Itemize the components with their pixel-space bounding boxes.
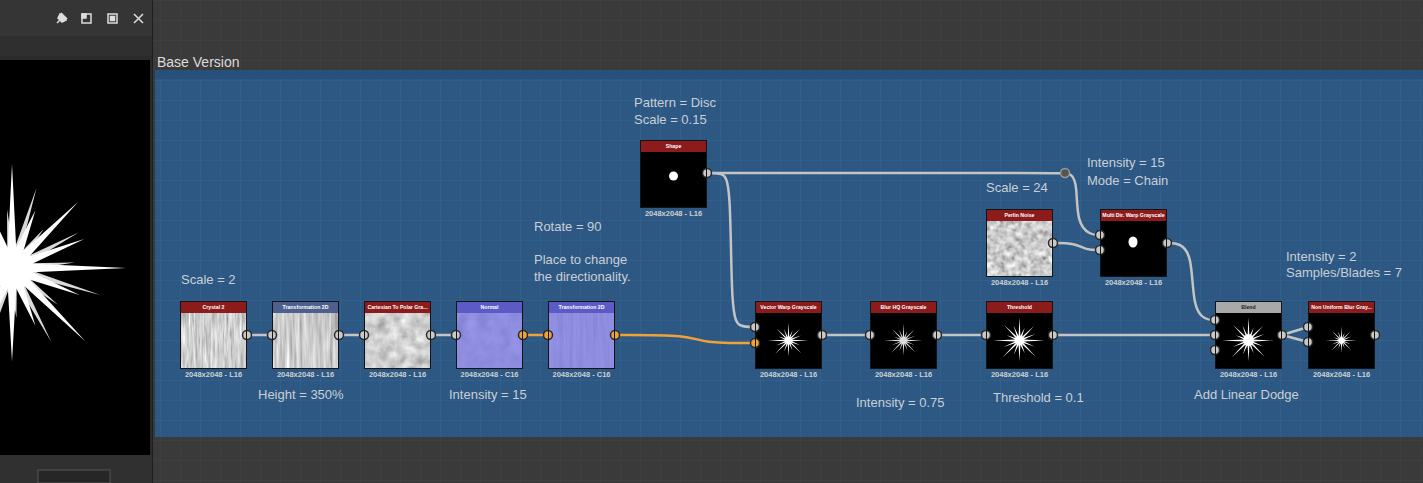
node-title: Crystal 2 <box>203 302 225 313</box>
node-header: Perlin Noise <box>987 210 1052 221</box>
node-title: Blend <box>1241 302 1255 313</box>
node-connector <box>1053 334 1215 337</box>
node-title: Blur HQ Grayscale <box>881 302 927 313</box>
graph-node: Non Uniform Blur Gray...2048x2048 - L16 <box>1308 301 1375 369</box>
node-connector <box>937 334 986 337</box>
reroute-dot <box>1061 169 1070 178</box>
frame-band <box>155 70 1423 437</box>
parameter-note: Mode = Chain <box>1087 173 1168 188</box>
node-thumbnails <box>180 151 1375 369</box>
frame-group: Base VersionCrystal 22048x2048 - L16Tran… <box>155 52 1423 437</box>
node-title: Cartesian To Polar Gra... <box>367 302 427 313</box>
preview-panel <box>0 0 153 483</box>
graph-node: Transformation 2D2048x2048 - C16 <box>548 301 615 369</box>
resolution-label: 2048x2048 - L16 <box>1105 278 1162 287</box>
graph-node: Transformation 2D2048x2048 - L16 <box>272 301 339 369</box>
parameter-note: Height = 350% <box>258 387 344 402</box>
parameter-note: Intensity = 15 <box>1087 155 1165 170</box>
parameter-note: Place to change the directionality. <box>534 251 642 285</box>
graph-node: Threshold2048x2048 - L16 <box>986 301 1053 369</box>
parameter-note: Threshold = 0.1 <box>993 390 1084 405</box>
node-header: Non Uniform Blur Gray... <box>1309 302 1374 313</box>
resolution-label: 2048x2048 - L16 <box>1220 370 1277 379</box>
node-title: Shape <box>666 141 682 152</box>
node-header: Blur HQ Grayscale <box>871 302 936 313</box>
parameter-note: Intensity = 2 <box>1286 249 1356 264</box>
node-connector <box>707 173 755 327</box>
resolution-label: 2048x2048 - C16 <box>553 370 611 379</box>
parameter-note: Samples/Blades = 7 <box>1286 265 1402 280</box>
graph-node: Blend2048x2048 - L16 <box>1215 301 1282 369</box>
parameter-note: Rotate = 90 <box>534 219 602 234</box>
preview-burst <box>0 159 126 367</box>
node-title: Non Uniform Blur Gray... <box>1311 302 1371 313</box>
frame-title: Base Version <box>157 54 240 70</box>
resolution-label: 2048x2048 - L16 <box>991 370 1048 379</box>
graph-node: Shape2048x2048 - L16 <box>640 140 707 208</box>
resolution-label: 2048x2048 - L16 <box>760 370 817 379</box>
node-ports <box>243 169 1380 355</box>
graph-node: Cartesian To Polar Gra...2048x2048 - L16 <box>364 301 431 369</box>
panel-icons <box>57 13 143 23</box>
node-connector <box>615 335 755 343</box>
resolution-label: 2048x2048 - C16 <box>461 370 519 379</box>
resolution-label: 2048x2048 - L16 <box>991 278 1048 287</box>
node-header: Normal <box>457 302 522 313</box>
resolution-label: 2048x2048 - L16 <box>185 370 242 379</box>
node-connector <box>1167 243 1215 320</box>
resolution-label: 2048x2048 - L16 <box>1313 370 1370 379</box>
node-header: Threshold <box>987 302 1052 313</box>
graph-node: Multi Dir. Warp Grayscale2048x2048 - L16 <box>1100 209 1167 277</box>
parameter-note: Add Linear Dodge <box>1194 387 1299 402</box>
parameter-note: Scale = 0.15 <box>634 112 707 127</box>
parameter-note: Scale = 24 <box>986 180 1048 195</box>
node-title: Multi Dir. Warp Grayscale <box>1102 210 1164 221</box>
node-header: Blend <box>1216 302 1281 313</box>
graph-node: Normal2048x2048 - C16 <box>456 301 523 369</box>
node-connector <box>707 173 1100 235</box>
node-header: Vector Warp Grayscale <box>756 302 821 313</box>
node-title: Normal <box>481 302 499 313</box>
graph-node: Vector Warp Grayscale2048x2048 - L16 <box>755 301 822 369</box>
resolution-label: 2048x2048 - L16 <box>369 370 426 379</box>
node-title: Vector Warp Grayscale <box>760 302 816 313</box>
node-header: Transformation 2D <box>549 302 614 313</box>
node-connector <box>822 334 870 337</box>
node-header: Multi Dir. Warp Grayscale <box>1101 210 1166 221</box>
node-header: Shape <box>641 141 706 152</box>
parameter-note: Intensity = 0.75 <box>856 395 945 410</box>
node-title: Transformation 2D <box>559 302 605 313</box>
resolution-label: 2048x2048 - L16 <box>875 370 932 379</box>
node-title: Threshold <box>1007 302 1032 313</box>
graph-node: Blur HQ Grayscale2048x2048 - L16 <box>870 301 937 369</box>
resolution-label: 2048x2048 - L16 <box>277 370 334 379</box>
graph-node: Crystal 22048x2048 - L16 <box>180 301 247 369</box>
graph-node: Perlin Noise2048x2048 - L16 <box>986 209 1053 277</box>
resolution-label: 2048x2048 - L16 <box>645 209 702 218</box>
node-title: Perlin Noise <box>1005 210 1035 221</box>
node-connector <box>1053 243 1100 250</box>
node-header: Crystal 2 <box>181 302 246 313</box>
node-title: Transformation 2D <box>283 302 329 313</box>
node-header: Transformation 2D <box>273 302 338 313</box>
parameter-note: Scale = 2 <box>181 272 236 287</box>
node-header: Cartesian To Polar Gra... <box>365 302 430 313</box>
parameter-note: Intensity = 15 <box>449 387 527 402</box>
parameter-note: Pattern = Disc <box>634 95 716 110</box>
